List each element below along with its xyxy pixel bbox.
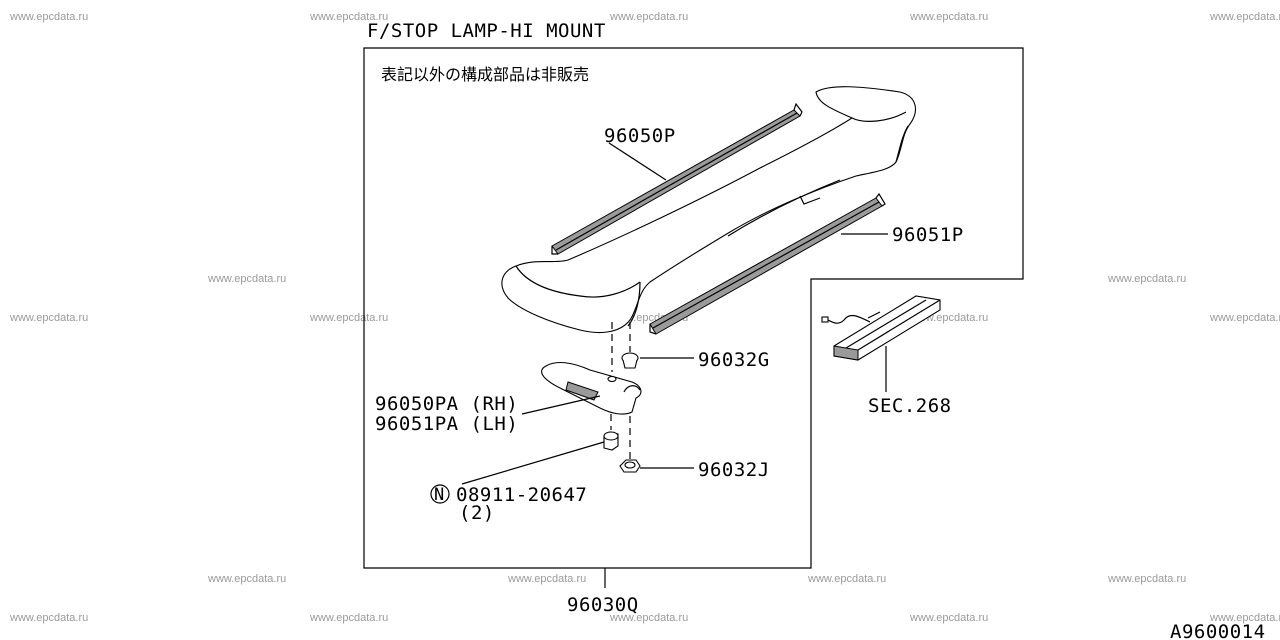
watermark-text: www.epcdata.ru [909, 612, 988, 624]
watermark-text: www.epcdata.ru [9, 612, 88, 624]
watermark-layer: www.epcdata.ru www.epcdata.ru www.epcdata.… [9, 11, 1280, 624]
watermark-text: www.epcdata.ru [807, 573, 886, 585]
label-96050p: 96050P [604, 125, 676, 147]
label-96051p: 96051P [892, 224, 964, 246]
watermark-text: www.epcdata.ru [909, 11, 988, 23]
watermark-text: www.epcdata.ru [309, 612, 388, 624]
leader-96050p [608, 142, 667, 181]
mount-bracket [541, 361, 642, 415]
diagram-title: F/STOP LAMP-HI MOUNT [367, 20, 606, 42]
watermark-text: www.epcdata.ru [1209, 312, 1280, 324]
hi-mount-lamp [821, 295, 941, 361]
label-sec268: SEC.268 [868, 395, 952, 417]
nut-symbol: N [434, 485, 444, 505]
watermark-text: www.epcdata.ru [309, 312, 388, 324]
watermark-text: www.epcdata.ru [609, 11, 688, 23]
label-bracket-rh: 96050PA (RH) [375, 393, 518, 415]
nut-symbol-circle [430, 484, 450, 504]
nut-08911 [603, 431, 619, 451]
watermark-text: www.epcdata.ru [609, 612, 688, 624]
watermark-text: www.epcdata.ru [207, 273, 286, 285]
label-nut: 08911-20647 [456, 484, 587, 506]
assembly-frame [363, 47, 1024, 569]
watermark-text: www.epcdata.ru [507, 573, 586, 585]
label-96030q: 96030Q [567, 594, 639, 616]
label-nut-qty: (2) [459, 502, 495, 524]
spoiler-strip-96050p [551, 102, 803, 255]
side-strip-96051p [649, 192, 886, 335]
watermark-text: www.epcdata.ru [207, 573, 286, 585]
watermark-text: www.epcdata.ru [1107, 273, 1186, 285]
clip-96032j [619, 459, 641, 473]
leader-bracket [521, 395, 601, 415]
note-text: 表記以外の構成部品は非販売 [381, 65, 589, 84]
label-96032g: 96032G [698, 349, 770, 371]
watermark-text: www.epcdata.ru [9, 11, 88, 23]
drawing-number: A9600014 [1170, 621, 1266, 640]
watermark-text: www.epcdata.ru [309, 11, 388, 23]
label-96032j: 96032J [698, 459, 770, 481]
label-bracket-lh: 96051PA (LH) [375, 413, 518, 435]
watermark-text: www.epcdata.ru [1209, 612, 1280, 624]
watermark-text: www.epcdata.ru [1209, 11, 1280, 23]
leader-nut [461, 441, 605, 485]
watermark-text: www.epcdata.ru [9, 312, 88, 324]
spoiler-body [501, 86, 916, 334]
clip-96032g [621, 352, 639, 369]
watermark-text: www.epcdata.ru [1107, 573, 1186, 585]
